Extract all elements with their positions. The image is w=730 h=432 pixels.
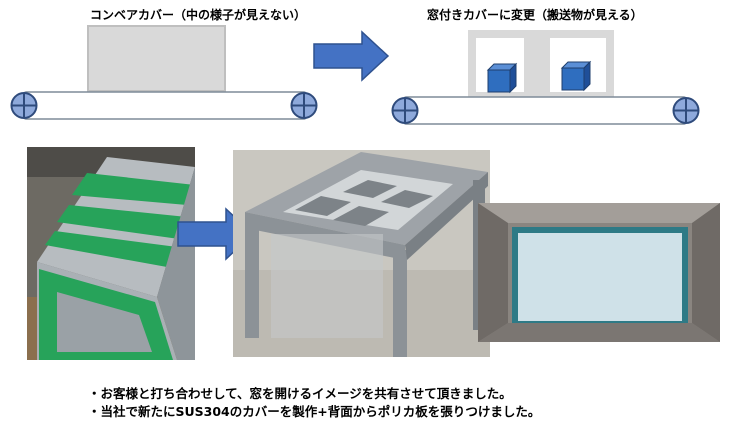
after-diagram (391, 30, 700, 125)
note-line-2: ・当社で新たにSUS304のカバーを製作+背面からポリカ板を張りつけました。 (88, 404, 541, 419)
before-diagram (10, 25, 318, 120)
notes: ・お客様と打ち合わせして、窓を開けるイメージを共有させて頂きました。 ・当社で新… (88, 385, 540, 421)
window-panel-photo (478, 203, 720, 342)
roller-left (10, 92, 38, 119)
transition-arrow-top (313, 30, 390, 82)
green-taped-cover-photo (27, 147, 195, 360)
roller-left-after (391, 97, 419, 124)
before-caption: コンベアカバー（中の様子が見えない） (90, 8, 307, 22)
stainless-frame-photo (233, 150, 490, 357)
roller-right (290, 92, 318, 119)
conveyor-belt-after (403, 96, 687, 125)
conveyor-belt (23, 91, 307, 120)
cargo-box-1 (486, 62, 518, 94)
note-line-1: ・お客様と打ち合わせして、窓を開けるイメージを共有させて頂きました。 (88, 386, 512, 401)
conveyor-cover (87, 25, 226, 92)
after-caption: 窓付きカバーに変更（搬送物が見える） (427, 8, 643, 22)
cargo-box-2 (560, 60, 592, 92)
roller-right-after (672, 97, 700, 124)
